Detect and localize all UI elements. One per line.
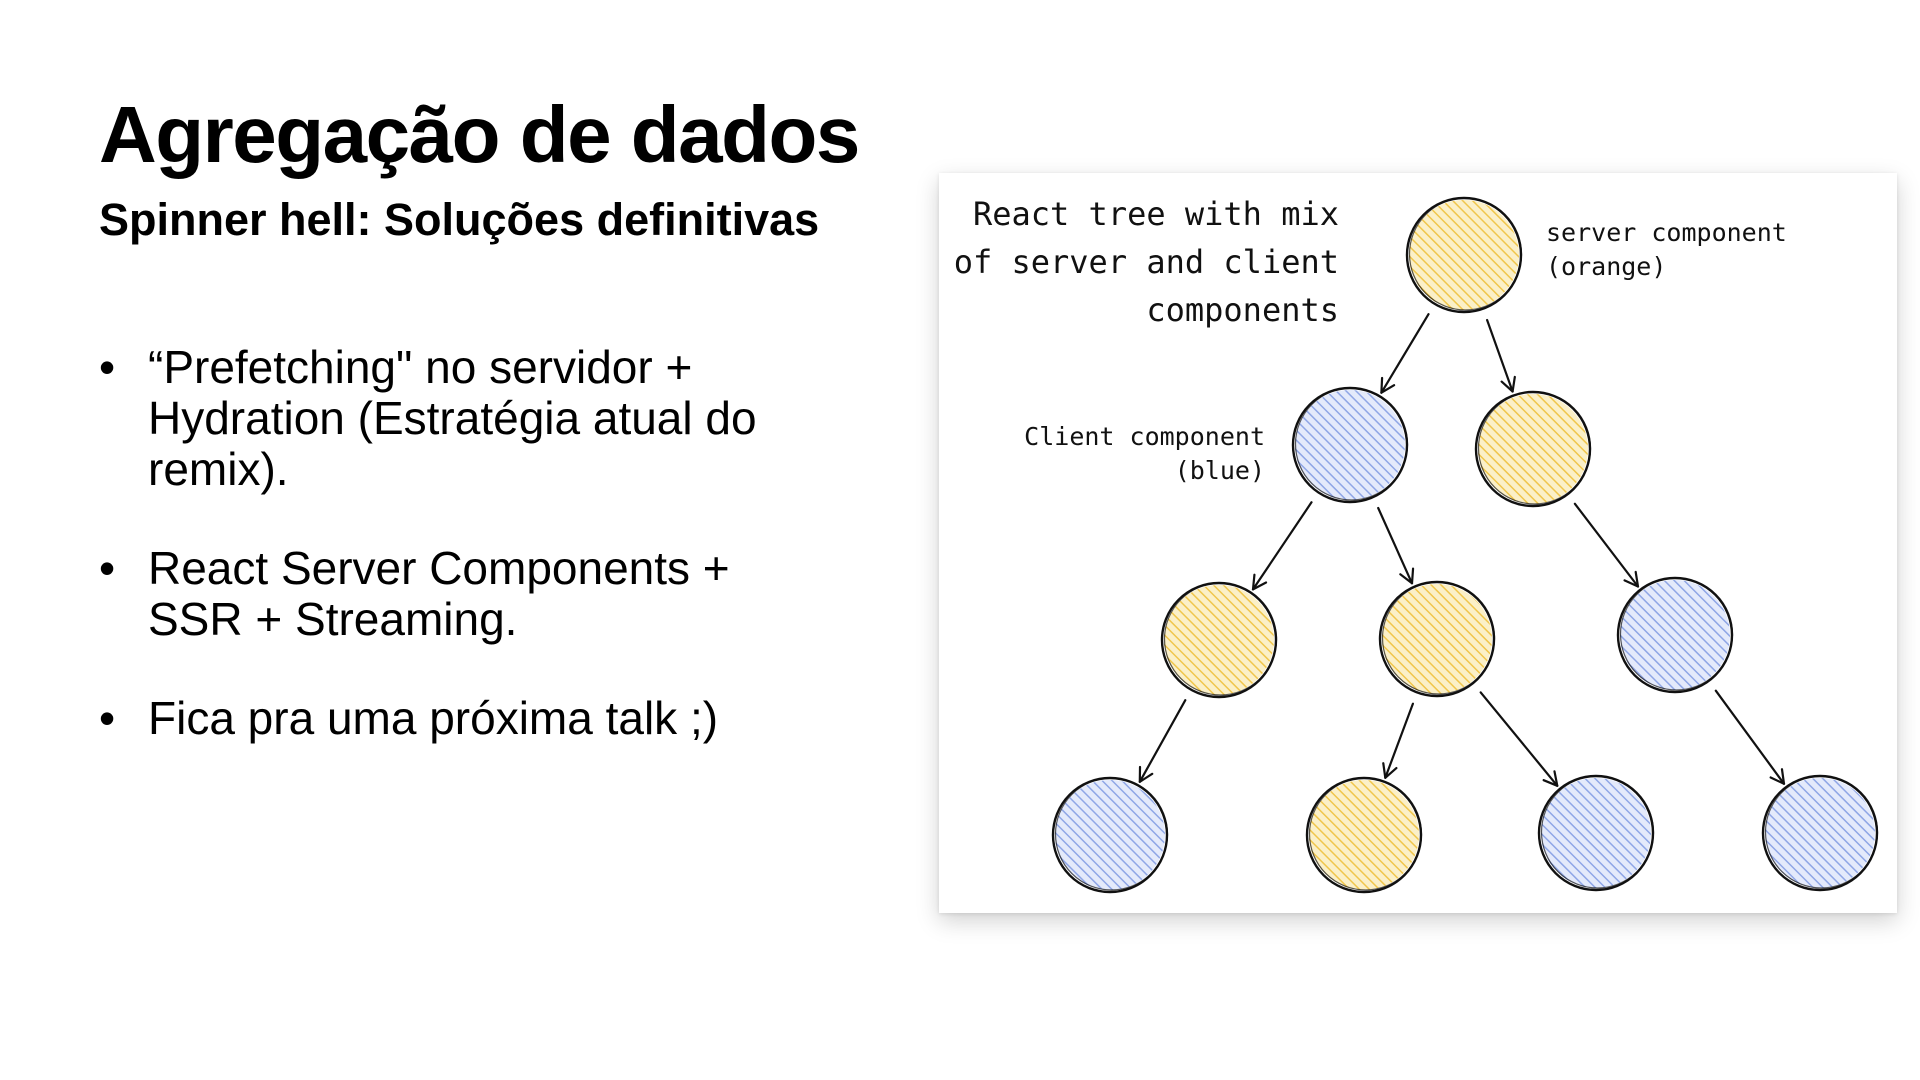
bullet-marker: • (99, 542, 116, 594)
server-component-node (1378, 580, 1496, 698)
tree-edges (1138, 313, 1786, 787)
client-component-node (1616, 576, 1734, 694)
slide-subtitle: Spinner hell: Soluções definitivas (99, 194, 820, 245)
react-tree-figure: React tree with mix of server and client… (939, 173, 1897, 913)
server-component-node (1305, 776, 1423, 894)
bullet-item: • Fica pra uma próxima talk ;) (99, 693, 819, 744)
bullet-text: Fica pra uma próxima talk ;) (148, 692, 719, 744)
caption-line-3: components (1146, 291, 1339, 329)
bullet-item: • “Prefetching" no servidor + Hydration … (99, 342, 819, 495)
server-component-node (1160, 581, 1278, 699)
tree-edge-arrow (1714, 689, 1786, 785)
slide-title: Agregação de dados (99, 90, 860, 179)
bullet-marker: • (99, 692, 116, 744)
server-component-node (1474, 390, 1592, 508)
caption-line-2: of server and client (954, 243, 1339, 281)
react-tree-diagram: React tree with mix of server and client… (954, 195, 1879, 894)
client-label-line-2: (blue) (1175, 456, 1265, 485)
tree-edge-arrow (1479, 691, 1559, 787)
tree-edge-arrow (1380, 313, 1430, 394)
bullet-item: • React Server Components + SSR + Stream… (99, 543, 819, 645)
server-component-node (1405, 196, 1523, 314)
tree-edge-arrow (1251, 501, 1313, 591)
tree-nodes (1051, 196, 1879, 894)
client-component-node (1761, 774, 1879, 892)
tree-edge-arrow (1573, 502, 1640, 588)
bullet-list: • “Prefetching" no servidor + Hydration … (99, 342, 819, 792)
tree-edge-arrow (1382, 702, 1414, 779)
client-component-node (1537, 774, 1655, 892)
server-label-line-1: server component (1546, 218, 1787, 247)
caption-line-1: React tree with mix (973, 195, 1339, 233)
client-component-node (1051, 776, 1169, 894)
tree-edge-arrow (1485, 318, 1516, 393)
bullet-text: “Prefetching" no servidor + Hydration (E… (148, 341, 757, 495)
client-component-node (1291, 386, 1409, 504)
server-label-line-2: (orange) (1546, 252, 1666, 281)
tree-edge-arrow (1138, 699, 1187, 783)
client-label-line-1: Client component (1024, 422, 1265, 451)
tree-edge-arrow (1377, 506, 1415, 585)
bullet-text: React Server Components + SSR + Streamin… (148, 542, 730, 645)
bullet-marker: • (99, 341, 116, 393)
